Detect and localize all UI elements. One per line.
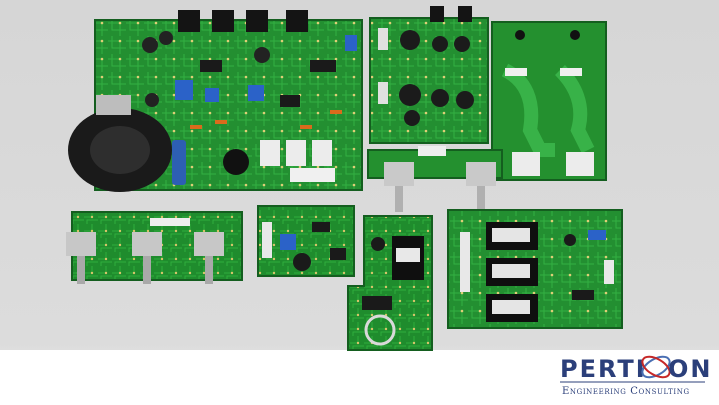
speaker-board <box>491 21 607 181</box>
logo-atom-icon <box>641 355 671 379</box>
logo-tagline: Engineering Consulting <box>562 386 690 397</box>
logo-name-right: ON <box>668 355 713 383</box>
triple-relay-board <box>447 209 623 329</box>
company-logo: PERTI ON Engineering Consulting <box>560 355 713 397</box>
small-input-board <box>257 205 355 277</box>
logo-name-left: PERTI <box>560 355 647 383</box>
pot-strip-board <box>367 146 503 212</box>
psu-board <box>369 6 489 144</box>
volume-pot-board <box>66 211 243 284</box>
main-board <box>68 10 363 192</box>
relay-board <box>347 215 433 351</box>
